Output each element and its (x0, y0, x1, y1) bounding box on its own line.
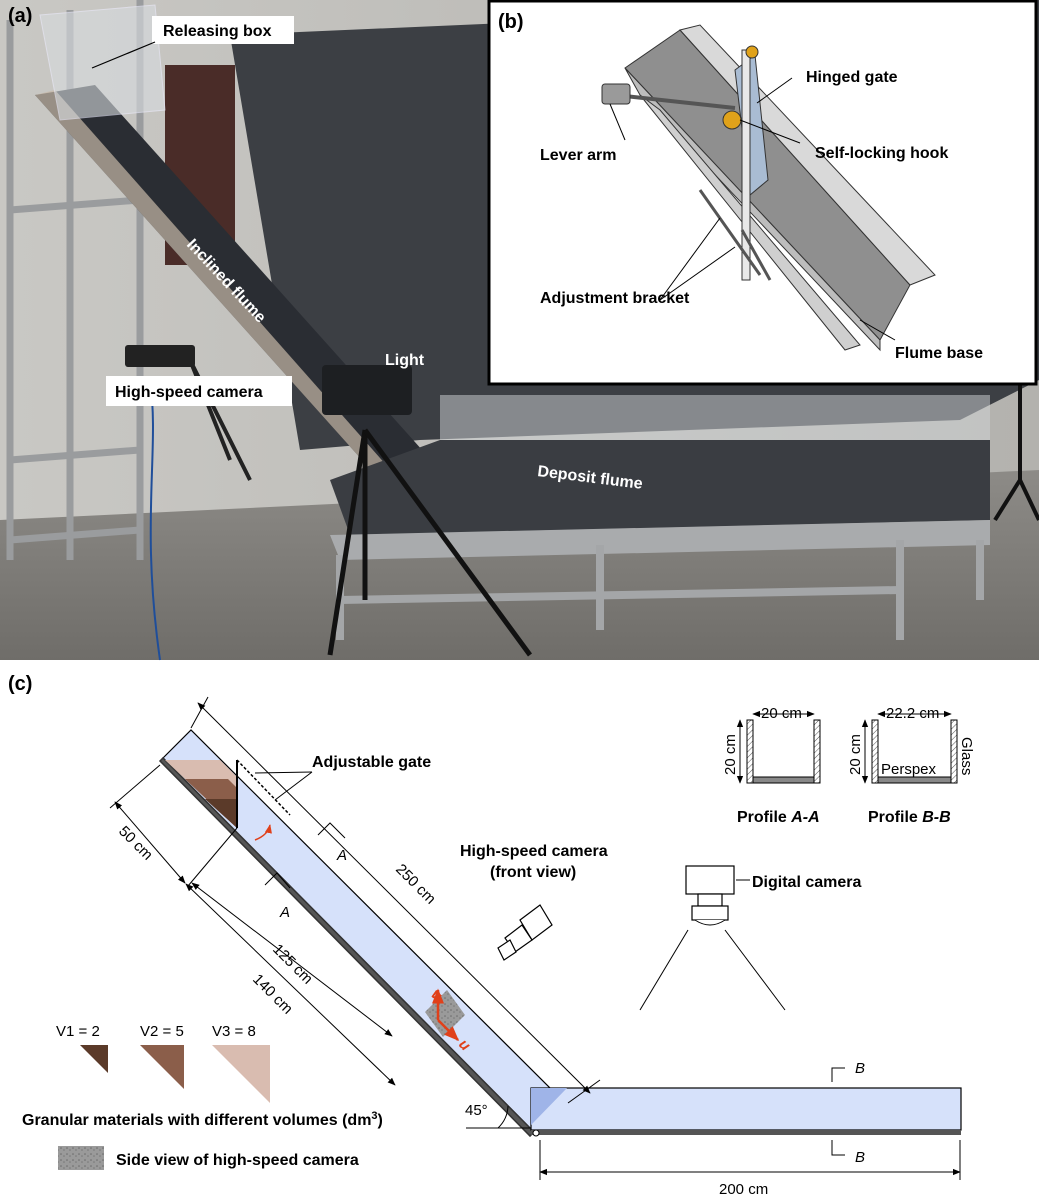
section-b-bottom: B (855, 1149, 865, 1166)
volume-v3-label: V3 = 8 (212, 1023, 256, 1040)
dim-50-label: 50 cm (115, 823, 156, 864)
angle-label: 45° (465, 1102, 488, 1119)
digital-camera-icon (685, 865, 750, 926)
profile-a-height: 20 cm (722, 734, 739, 775)
label-light: Light (385, 352, 425, 369)
light-photo (322, 365, 412, 415)
releasing-box-photo (39, 4, 166, 121)
volume-v1-label: V1 = 2 (56, 1023, 100, 1040)
panel-b: (b) Hinged gate Lever arm Self-locking h… (487, 0, 1038, 386)
side-camera-block (425, 990, 465, 1037)
deposit-channel (530, 1087, 962, 1131)
label-lever-arm: Lever arm (540, 147, 617, 164)
dim-250-label: 250 cm (392, 861, 439, 908)
volume-v2-label: V2 = 5 (140, 1023, 184, 1040)
profile-b-height: 20 cm (847, 734, 864, 775)
hs-camera-icon (497, 904, 553, 961)
self-locking-hook-shape (722, 110, 742, 130)
adjustment-bracket-shape (698, 189, 762, 276)
volume-v3-swatch (212, 1045, 270, 1103)
profile-a-caption: Profile A-A (737, 809, 820, 826)
label-hinged-gate: Hinged gate (806, 69, 898, 86)
side-view-caption: Side view of high-speed camera (116, 1152, 359, 1169)
volume-v1-swatch (80, 1045, 108, 1073)
section-a-bottom: A (279, 904, 290, 921)
dim-140-label: 140 cm (249, 971, 296, 1018)
deposit-base (531, 1130, 961, 1135)
hs-camera-title: High-speed camera (460, 843, 608, 860)
dim-50-line (114, 801, 186, 884)
volume-v2-swatch (140, 1045, 184, 1089)
granular-caption: Granular materials with different volume… (22, 1110, 383, 1129)
hs-camera-subtitle: (front view) (490, 864, 576, 881)
profile-b-glass: Glass (958, 737, 975, 775)
tripod (327, 428, 533, 657)
profile-a-a (736, 710, 821, 784)
deposit-flume-photo (330, 440, 990, 535)
section-b-top: B (855, 1060, 865, 1077)
volume-legend: V1 = 2 V2 = 5 V3 = 8 (56, 1023, 270, 1103)
profile-b-b (861, 710, 958, 784)
label-releasing-box: Releasing box (163, 23, 272, 40)
profile-b-perspex: Perspex (881, 761, 937, 778)
lever-arm-shape (624, 94, 736, 110)
profile-b-caption: Profile B-B (868, 809, 951, 826)
camera-photo (125, 345, 195, 367)
panel-c-tag: (c) (8, 673, 32, 695)
profile-b-width: 22.2 cm (886, 705, 939, 722)
label-digital-camera: Digital camera (752, 874, 861, 891)
panel-a-tag: (a) (8, 5, 32, 27)
dim-125-label: 125 cm (269, 941, 316, 988)
dim-140-line (185, 883, 396, 1086)
label-adjustment-bracket: Adjustment bracket (540, 290, 690, 307)
label-self-locking-hook: Self-locking hook (815, 145, 948, 162)
scaffold-tower (6, 0, 144, 560)
dim-200-label: 200 cm (719, 1181, 768, 1198)
inclined-base (158, 756, 536, 1138)
side-view-swatch (58, 1146, 104, 1170)
label-high-speed-camera: High-speed camera (115, 384, 263, 401)
label-flume-base: Flume base (895, 345, 983, 362)
panel-c: (c) Adjustable gate 45° A A B B (8, 673, 975, 1198)
profile-a-width: 20 cm (761, 705, 802, 722)
panel-b-tag: (b) (498, 11, 524, 33)
label-adjustable-gate: Adjustable gate (312, 754, 431, 771)
